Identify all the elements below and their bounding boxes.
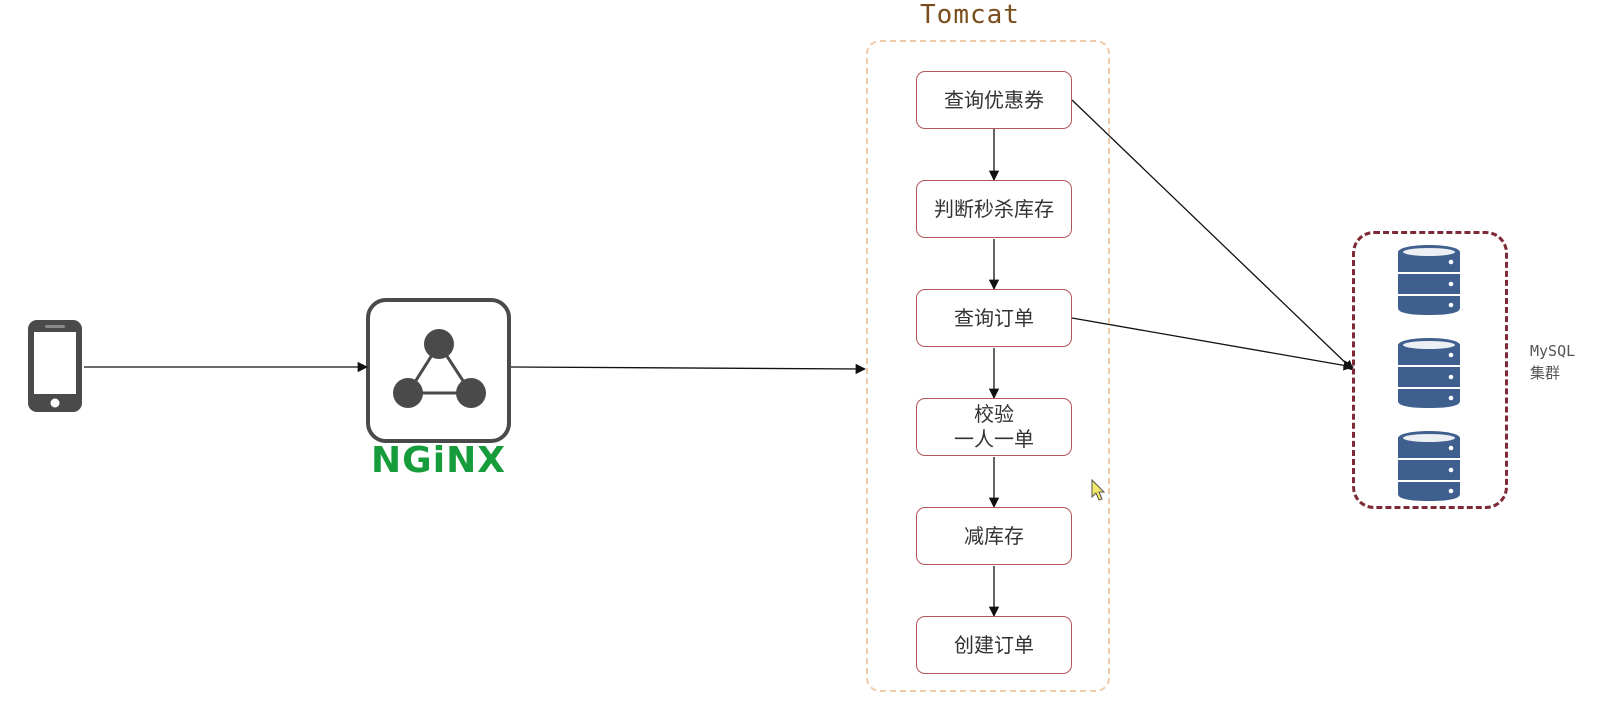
step-create-order: 创建订单: [916, 616, 1072, 674]
step-one-per-user: 校验 一人一单: [916, 398, 1072, 456]
phone-icon: [28, 320, 82, 412]
mysql-label-line2: 集群: [1530, 364, 1561, 382]
nginx-logo: NGiNX: [371, 440, 506, 481]
database-icon: [1398, 338, 1460, 408]
mouse-cursor-icon: [1091, 478, 1106, 501]
arrow-nginx-to-tomcat: [510, 363, 867, 375]
arrow-order-to-mysql: [1071, 317, 1355, 371]
database-icon: [1398, 431, 1460, 501]
step-query-coupon: 查询优惠券: [916, 71, 1072, 129]
mysql-label-line1: MySQL: [1530, 342, 1576, 360]
tomcat-container: [866, 40, 1110, 692]
mysql-cluster-label: MySQL 集群: [1530, 340, 1575, 384]
database-icon: [1398, 245, 1460, 315]
step-query-order: 查询订单: [916, 289, 1072, 347]
tomcat-title: Tomcat: [920, 0, 1020, 30]
step-check-stock: 判断秒杀库存: [916, 180, 1072, 238]
arrow-coupon-to-mysql: [1071, 99, 1354, 371]
mysql-cluster-container: [1352, 231, 1508, 509]
step-deduct-stock: 减库存: [916, 507, 1072, 565]
nginx-network-icon: [366, 298, 511, 443]
